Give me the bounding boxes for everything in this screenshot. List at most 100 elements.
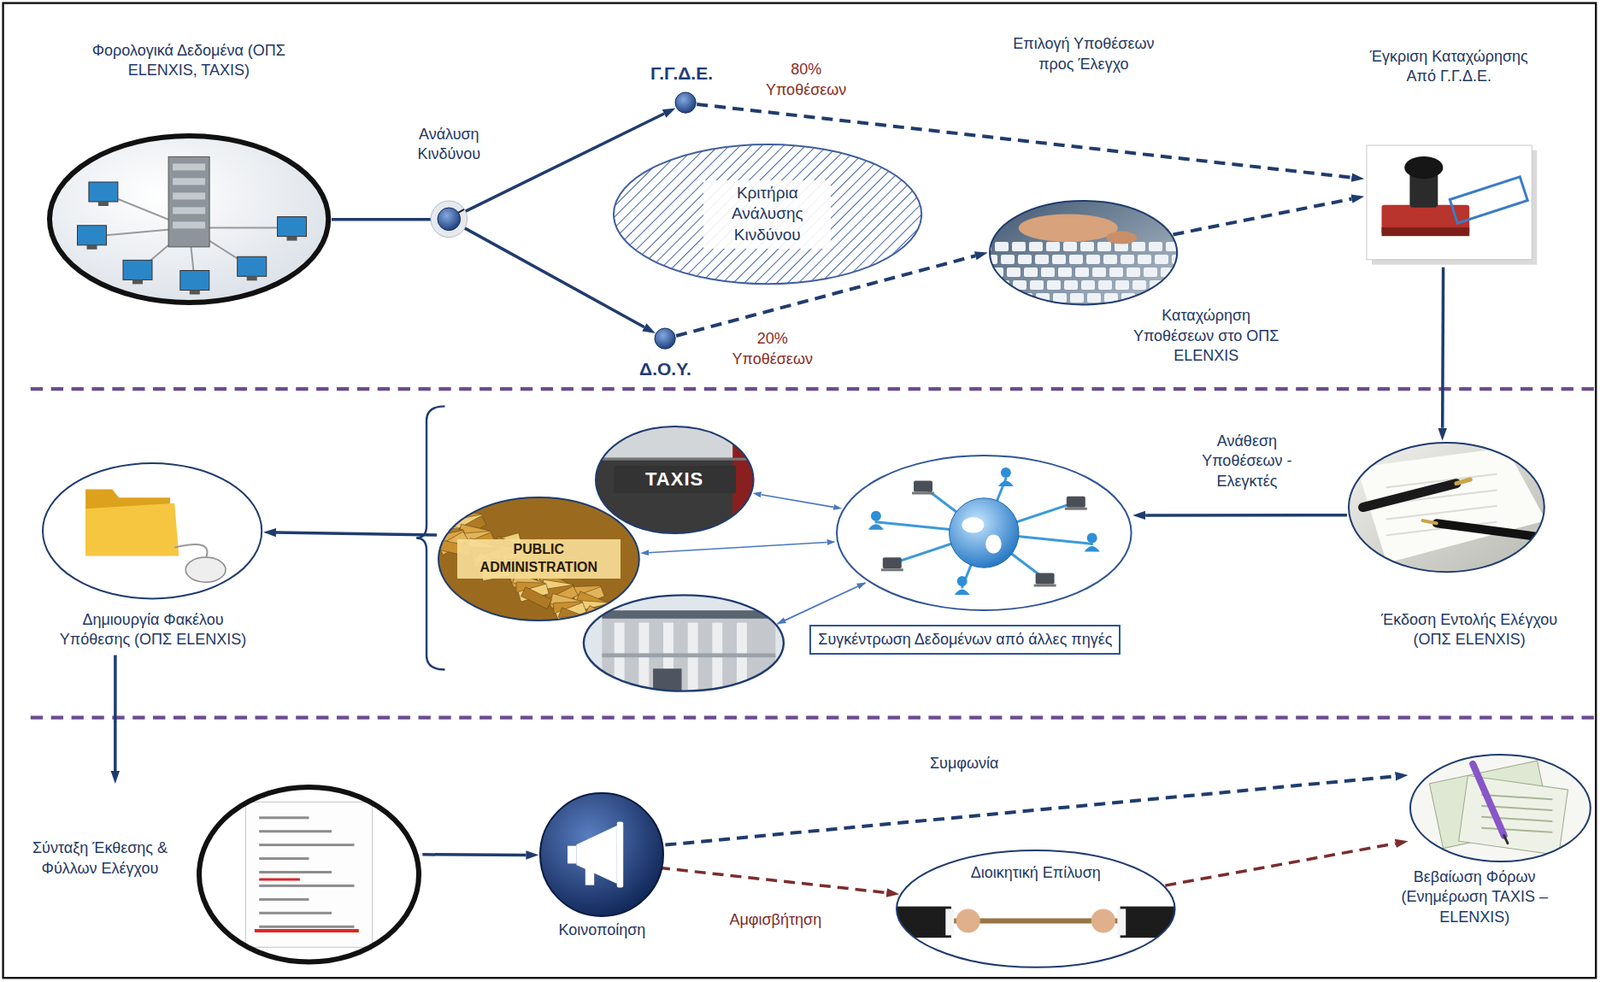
connector-arrow xyxy=(113,655,118,771)
drawing-part xyxy=(1126,267,1141,277)
text-holder: Δ.Ο.Υ. xyxy=(624,357,707,381)
drawing-part xyxy=(1091,909,1116,934)
drawing-part xyxy=(1035,573,1054,585)
diagram-node: Συγκέντρωση Δεδομένων από άλλες πηγές xyxy=(835,453,1134,612)
drawing-part xyxy=(258,816,309,819)
drawing-part xyxy=(894,906,1177,939)
drawing-part xyxy=(1131,241,1146,252)
drawing-part xyxy=(1183,280,1198,290)
text-holder: Έγκριση Καταχώρησης Από Γ.Γ.Δ.Ε. xyxy=(1367,47,1531,88)
drawing-part xyxy=(1075,267,1089,277)
drawing-part xyxy=(1363,482,1457,507)
drawing-part xyxy=(1148,241,1163,252)
drawing-part xyxy=(956,576,967,587)
drawing-part xyxy=(1422,520,1436,524)
drawing-part xyxy=(587,614,618,630)
connector-arrow xyxy=(1173,199,1353,236)
diagram-node: Βεβαίωση Φόρων (Ενημέρωση TAXIS – ELENXI… xyxy=(1408,752,1593,864)
drawing-part xyxy=(168,157,210,248)
drawing-part xyxy=(1029,241,1043,252)
drawing-part xyxy=(1001,293,1016,303)
diagram-node: Δ.Ο.Υ. xyxy=(653,327,677,350)
drawing-part xyxy=(1046,241,1060,252)
drawing-part xyxy=(627,494,659,512)
text-holder: Έκδοση Εντολής Ελέγχου (ΟΠΣ ELENXIS) xyxy=(1377,610,1562,651)
text-holder: PUBLIC ADMINISTRATION xyxy=(457,539,621,579)
drawing-part xyxy=(617,621,647,633)
text-holder: Ανάλυση Κινδύνου xyxy=(393,124,506,165)
drawing-part xyxy=(1458,776,1568,856)
connector-arrow xyxy=(648,542,827,553)
text-holder: Διοικητική Επίλυση xyxy=(969,863,1102,883)
drawing-part xyxy=(1041,267,1055,277)
drawing-part xyxy=(286,236,297,242)
drawing-part xyxy=(1137,254,1152,265)
connector-arrow xyxy=(459,225,645,328)
drawing-part xyxy=(1000,254,1015,265)
node-label: Κοινοποίηση xyxy=(535,920,669,941)
drawing-part xyxy=(1064,507,1087,511)
drawing-part xyxy=(675,92,696,113)
drawing-part xyxy=(617,822,624,889)
drawing-part xyxy=(1109,267,1124,277)
text-holder: Βεβαίωση Φόρων (Ενημέρωση TAXIS – ELENXI… xyxy=(1385,867,1565,928)
diagram-node: Φορολογικά Δεδομένα (ΟΠΣ ELENXIS, TAXIS) xyxy=(46,132,332,306)
node-illustration xyxy=(436,206,462,232)
drawing-part xyxy=(1033,584,1056,588)
connector-arrow xyxy=(1164,843,1396,886)
diagram-node: Διοικητική Επίλυση xyxy=(894,848,1177,970)
drawing-part xyxy=(1000,467,1011,478)
drawing-part xyxy=(1052,254,1066,265)
text-holder: Καταχώρηση Υποθέσεων στο ΟΠΣ ELENXIS xyxy=(1124,305,1289,366)
drawing-part xyxy=(625,492,656,506)
drawing-part xyxy=(258,884,354,888)
drawing-part xyxy=(590,620,621,636)
drawing-part xyxy=(870,511,881,522)
drawing-part xyxy=(595,426,754,534)
drawing-part xyxy=(1105,230,1137,244)
diagram-node: Καταχώρηση Υποθέσεων στο ΟΠΣ ELENXIS xyxy=(988,199,1179,306)
drawing-part xyxy=(1132,280,1147,290)
drawing-part xyxy=(1058,267,1072,277)
node-illustration xyxy=(1347,441,1547,574)
drawing-part xyxy=(276,217,306,237)
drawing-part xyxy=(174,544,207,559)
node-label: Φορολογικά Δεδομένα (ΟΠΣ ELENXIS, TAXIS) xyxy=(71,41,307,82)
drawing-part xyxy=(1064,280,1078,290)
drawing-part xyxy=(436,495,642,623)
drawing-part xyxy=(611,605,642,628)
drawing-part xyxy=(622,482,653,504)
drawing-part xyxy=(236,257,266,277)
diagram-node: Έκδοση Εντολής Ελέγχου (ΟΠΣ ELENXIS) xyxy=(1347,441,1547,574)
drawing-part xyxy=(1177,267,1192,277)
edge-label: Συμφωνία xyxy=(898,752,1031,775)
drawing-part xyxy=(953,589,970,596)
drawing-part xyxy=(1188,254,1203,265)
connector-arrow xyxy=(1441,267,1445,429)
node-label: Δ.Ο.Υ. xyxy=(624,357,707,381)
frame xyxy=(3,3,1597,979)
drawing-part xyxy=(1115,280,1130,290)
node-label: Σύνταξη Έκθεσης & Φύλλων Ελέγχου xyxy=(23,838,177,879)
drawing-part xyxy=(258,870,332,874)
drawing-part xyxy=(418,497,450,519)
section-divider xyxy=(30,387,1598,391)
building-illustration xyxy=(571,592,797,695)
drawing-part xyxy=(594,457,756,460)
drawing-part xyxy=(1154,254,1169,265)
drawing-part xyxy=(258,911,332,915)
drawing-part xyxy=(1450,176,1529,224)
connector-arrow xyxy=(1145,513,1348,518)
drawing-part xyxy=(601,610,776,619)
node-illustration xyxy=(835,453,1134,612)
node-label: Συγκέντρωση Δεδομένων από άλλες πηγές xyxy=(809,624,1121,655)
section-divider xyxy=(30,716,1598,720)
diagram-node: Ανάλυση Κινδύνου xyxy=(436,206,462,232)
group-bracket xyxy=(416,405,445,670)
drawing-part xyxy=(1347,441,1547,574)
edge-label: Αμφισβήτηση xyxy=(711,909,840,931)
drawing-part xyxy=(1047,280,1061,290)
drawing-part xyxy=(424,512,454,524)
drawing-part xyxy=(540,793,664,917)
